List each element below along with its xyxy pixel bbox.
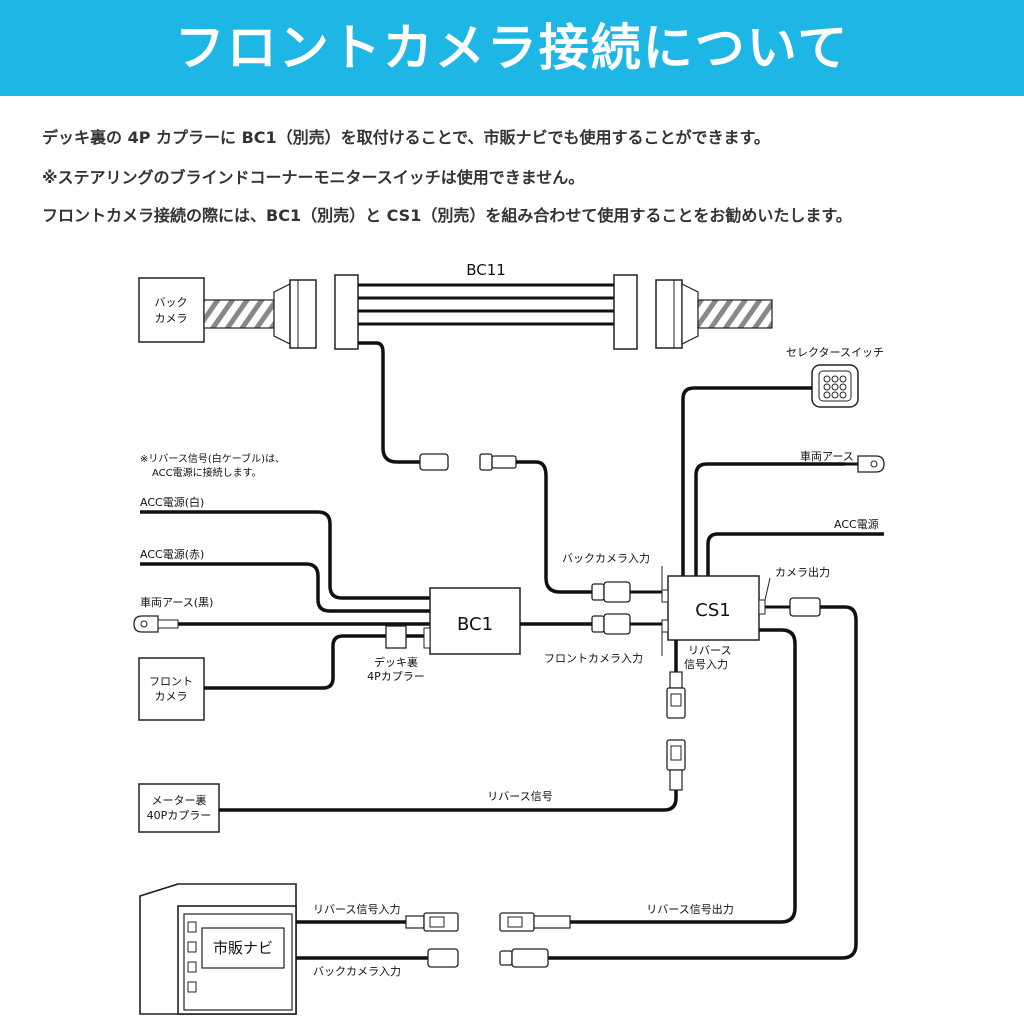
bc11-label: BC11 <box>466 261 506 279</box>
cs1-rca-front-camera-input <box>591 613 662 635</box>
back-camera-input-label: バックカメラ入力 <box>562 552 650 565</box>
bc11-right-cable <box>655 279 773 349</box>
svg-text:40Pカプラー: 40Pカプラー <box>147 809 212 822</box>
camera-output-to-navi-wire <box>548 605 858 960</box>
ground-black-label: 車両アース(黒) <box>140 595 213 609</box>
ground-terminal-left-icon <box>133 615 179 633</box>
acc-power-label-right: ACC電源 <box>834 517 879 531</box>
bc11-wires <box>358 283 614 326</box>
header-banner <box>0 0 1024 96</box>
bc11-left-connector <box>334 274 359 350</box>
selector-switch-label: セレクタースイッチ <box>786 346 884 359</box>
cs1-reverse-input-connector <box>666 671 686 719</box>
deck-4p-label-line2: 4Pカプラー <box>367 670 425 683</box>
svg-text:フロント: フロント <box>149 675 193 688</box>
navi-label: 市販ナビ <box>213 939 273 957</box>
vehicle-ground-label-right: 車両アース <box>800 449 854 463</box>
navi-reverse-input-label: リバース信号入力 <box>313 903 400 916</box>
note-2: ※ステアリングのブラインドコーナーモニタースイッチは使用できません。 <box>42 168 585 187</box>
reverse-input-label-line2: 信号入力 <box>684 658 728 671</box>
back-camera-box: バック カメラ <box>138 277 205 343</box>
bc11-right-connector <box>613 274 638 350</box>
rca-male-connector <box>479 453 517 471</box>
reverse-input-label-line1: リバース <box>688 644 731 657</box>
reverse-output-connector <box>499 912 571 932</box>
reverse-note-line1: ※リバース信号(白ケーブル)は、 <box>140 452 285 465</box>
svg-text:カメラ: カメラ <box>155 312 188 325</box>
ground-wire-right <box>694 462 845 576</box>
acc-white-label: ACC電源(白) <box>140 495 204 509</box>
note-1: デッキ裏の 4P カプラーに BC1（別売）を取付けることで、市販ナビでも使用す… <box>42 128 770 147</box>
aftermarket-navi-unit: 市販ナビ <box>139 883 297 1015</box>
reverse-signal-connector <box>666 739 686 791</box>
selector-switch-icon <box>811 364 859 408</box>
cs1-label: CS1 <box>695 600 730 621</box>
meter-40p-box: メーター裏 40Pカプラー <box>138 783 220 833</box>
acc-white-wire <box>140 510 430 600</box>
navi-reverse-input-connector <box>405 912 459 932</box>
deck-4p-coupler-icon <box>385 625 407 649</box>
deck-4p-label-line1: デッキ裏 <box>374 655 418 669</box>
selector-switch-wire <box>681 386 812 576</box>
acc-red-wire <box>140 562 430 613</box>
back-camera-to-cs1-wire <box>516 460 592 594</box>
reverse-output-to-navi-wire <box>570 628 797 924</box>
svg-text:メーター裏: メーター裏 <box>152 793 207 807</box>
bc1-label: BC1 <box>457 614 493 635</box>
reverse-output-label: リバース信号出力 <box>646 902 733 916</box>
rca-female-connector <box>419 453 449 471</box>
acc-wire-right <box>706 532 884 576</box>
cs1-rca-camera-output <box>765 597 821 617</box>
cs1-rca-back-camera-input <box>591 581 662 603</box>
camera-output-label: カメラ出力 <box>775 565 830 579</box>
navi-rca-male-connector <box>499 948 549 968</box>
front-camera-wire <box>204 634 430 690</box>
front-camera-input-label: フロントカメラ入力 <box>544 652 643 665</box>
cs1-unit: CS1 <box>661 575 766 641</box>
reverse-signal-wire <box>219 790 678 812</box>
reverse-note-line2: ACC電源に接続します。 <box>152 466 262 479</box>
svg-text:バック: バック <box>155 296 188 309</box>
bc11-video-wire <box>358 341 420 464</box>
page-title: フロントカメラ接続について <box>174 19 850 77</box>
note-3: フロントカメラ接続の際には、BC1（別売）と CS1（別売）を組み合わせて使用す… <box>42 206 852 225</box>
front-camera-box: フロント カメラ <box>138 657 205 721</box>
bc11-left-cable <box>203 279 317 349</box>
camera-output-leader <box>764 577 771 601</box>
reverse-signal-label: リバース信号 <box>487 790 552 803</box>
ground-terminal-right-icon <box>845 455 885 473</box>
acc-red-label: ACC電源(赤) <box>140 547 204 561</box>
svg-text:カメラ: カメラ <box>155 690 188 703</box>
navi-back-camera-input-label: バックカメラ入力 <box>313 965 401 978</box>
navi-rca-female-connector <box>427 948 459 968</box>
bc1-unit: BC1 <box>423 587 521 655</box>
